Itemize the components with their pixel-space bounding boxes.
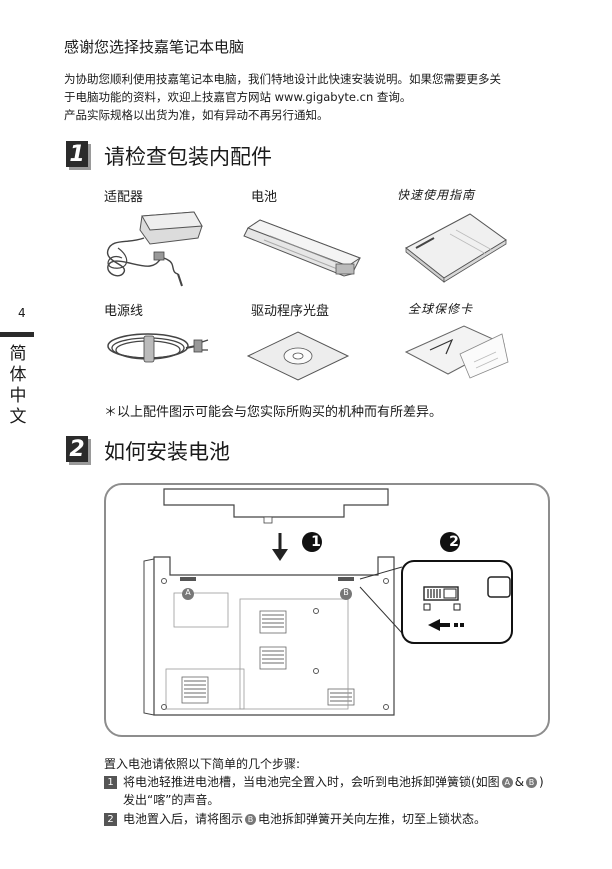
page-title: 感谢您选择技嘉笔记本电脑 (64, 38, 245, 56)
callout-2: 2 (449, 534, 459, 550)
step-text-end: 电池拆卸弹簧开关向左推，切至上锁状态。 (258, 812, 487, 826)
warranty-card-icon (404, 325, 509, 379)
section-number-badge: 2 (66, 436, 88, 462)
step-1-line2: 发出“喀”的声音。 (123, 793, 220, 807)
accessory-label-battery: 电池 (251, 190, 278, 205)
section-title: 请检查包装内配件 (104, 145, 272, 169)
step-number: 2 (104, 813, 117, 826)
step-text: 电池置入后，请将图示 (123, 812, 244, 826)
marker-b-inline: B (526, 777, 538, 788)
language-char: 简 (9, 344, 27, 364)
step-number: 1 (104, 776, 117, 789)
marker-b-inline: B (245, 814, 257, 825)
disc-icon (246, 331, 350, 381)
side-tab-bar (0, 332, 34, 337)
step-text-end: ) (539, 775, 544, 789)
accessory-label-quick-guide: 快速使用指南 (397, 188, 476, 202)
accessory-label-power-cord: 电源线 (104, 304, 144, 319)
section-number-badge: 1 (66, 141, 88, 167)
power-cord-icon (107, 333, 209, 363)
intro-line: 为协助您顺利使用技嘉笔记本电脑，我们特地设计此快速安装说明。如果您需要更多关 (64, 72, 501, 86)
marker-a: A (185, 588, 191, 597)
marker-b: B (343, 588, 349, 597)
intro-paragraph: 为协助您顺利使用技嘉笔记本电脑，我们特地设计此快速安装说明。如果您需要更多关 于… (64, 70, 584, 124)
language-char: 中 (9, 386, 27, 406)
accessory-label-driver-disc: 驱动程序光盘 (251, 304, 330, 319)
intro-line: 于电脑功能的资料，欢迎上技嘉官方网站 www.gigabyte.cn 查询。 (64, 90, 412, 104)
battery-icon (243, 219, 362, 277)
battery-install-diagram (104, 483, 550, 737)
language-tab: 简 体 中 文 (8, 344, 28, 428)
language-char: 文 (9, 407, 27, 427)
page-number: 4 (18, 306, 26, 320)
section-title: 如何安装电池 (104, 440, 230, 464)
step-amp: & (514, 775, 525, 789)
accessory-label-adapter: 适配器 (104, 190, 144, 205)
adapter-icon (107, 211, 203, 287)
callout-1: 1 (311, 534, 321, 550)
language-char: 体 (9, 365, 27, 385)
step-text: 将电池轻推进电池槽，当电池完全置入时，会听到电池拆卸弹簧锁(如图 (123, 775, 500, 789)
steps-title: 置入电池请依照以下简单的几个步骤: (104, 757, 301, 771)
marker-a-inline: A (501, 777, 513, 788)
laptop-underside-illustration (143, 488, 513, 716)
intro-line: 产品实际规格以出货为准，如有异动不再另行通知。 (64, 108, 329, 122)
footnote: ＊以上配件图示可能会与您实际所购买的机种而有所差异。 (104, 405, 443, 420)
booklet-icon (405, 213, 507, 283)
accessory-label-warranty-card: 全球保修卡 (408, 302, 474, 316)
